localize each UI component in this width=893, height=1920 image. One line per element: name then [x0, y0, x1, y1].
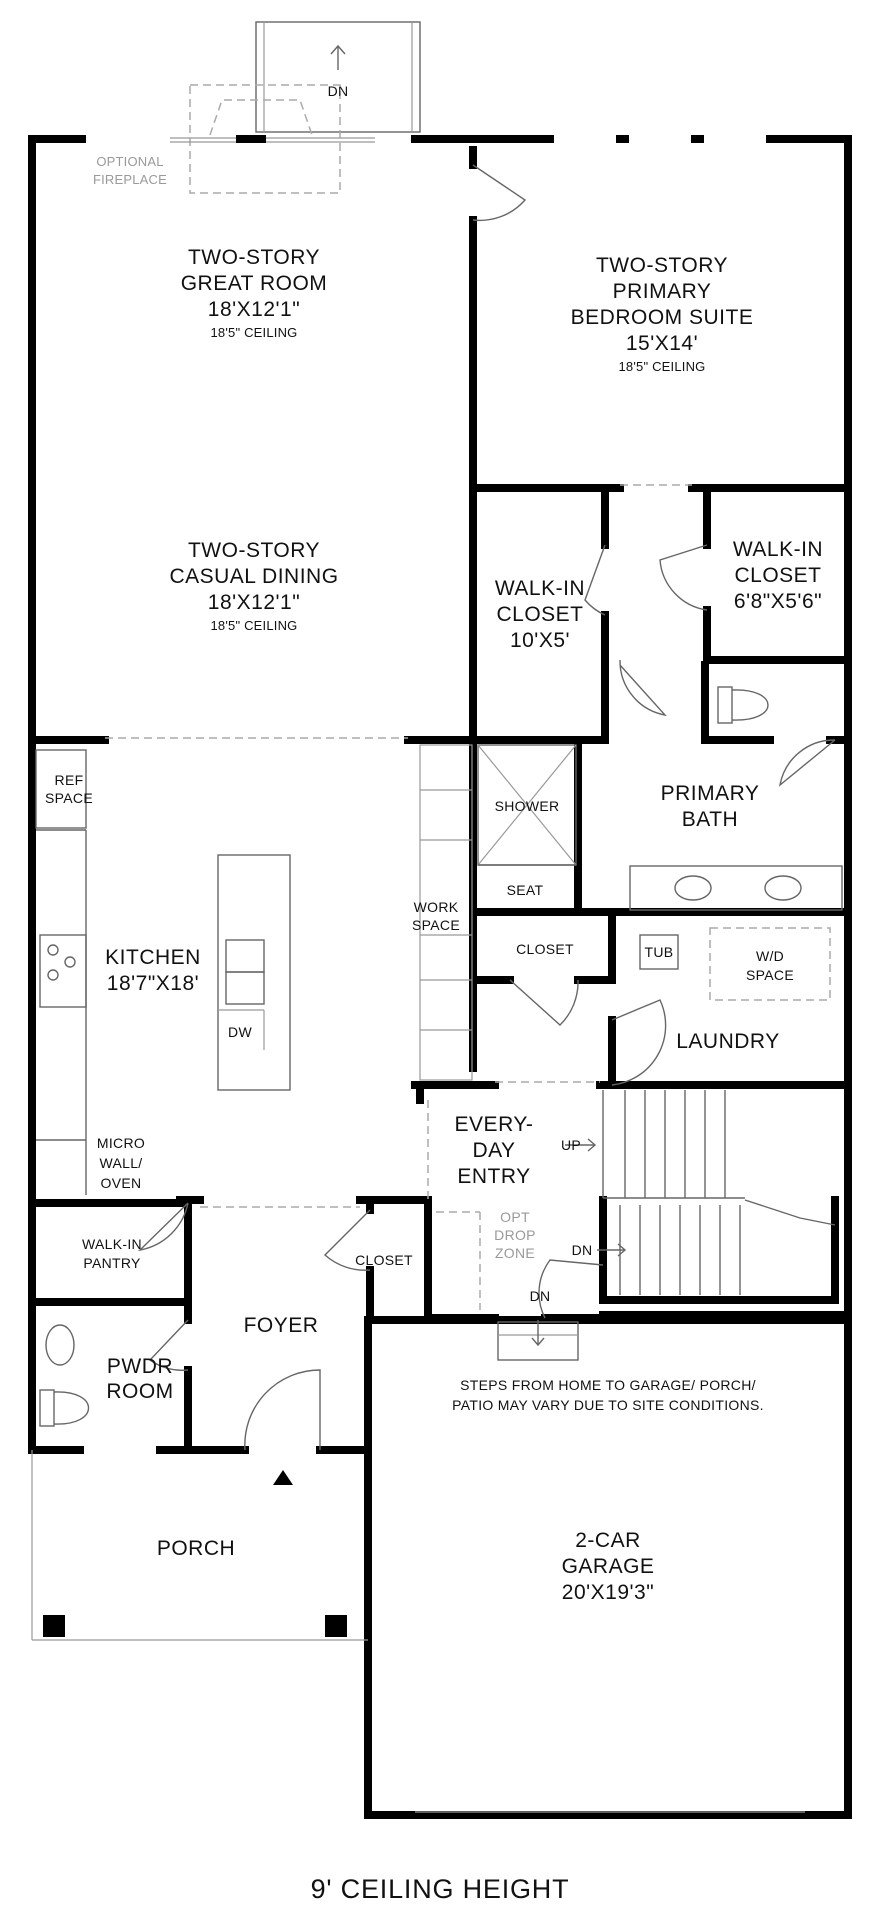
porch-structure [31, 1450, 368, 1641]
kitchen-fixtures [35, 744, 473, 1195]
kitchen-size: 18'7"X18' [107, 972, 199, 995]
work-space-1: WORK [414, 899, 459, 915]
footer-ceiling-height: 9' CEILING HEIGHT [311, 1874, 570, 1904]
seat-label: SEAT [507, 882, 544, 898]
pwdr-2: ROOM [106, 1380, 173, 1403]
bath-name1: PRIMARY [661, 782, 760, 805]
top-exterior-stairs [255, 21, 421, 133]
suite-name2: PRIMARY [613, 280, 712, 303]
laundry-closet-label: CLOSET [516, 941, 574, 957]
entry-2: DAY [472, 1139, 515, 1162]
pantry-1: WALK-IN [82, 1236, 142, 1252]
garage-size: 20'X19'3" [562, 1581, 654, 1604]
dn-stair-label: DN [572, 1242, 593, 1258]
great-room-size: 18'X12'1" [208, 298, 300, 321]
closet2-size: 6'8"X5'6" [734, 590, 822, 613]
dashed-openings [105, 484, 692, 1310]
drop-zone-3: ZONE [495, 1245, 535, 1261]
closet1-name2: CLOSET [496, 603, 583, 626]
garage-1: 2-CAR [575, 1529, 641, 1552]
dw-label: DW [228, 1024, 252, 1040]
entry-1: EVERY- [455, 1113, 534, 1136]
great-room-ceiling: 18'5" CEILING [210, 325, 297, 340]
work-space-2: SPACE [412, 917, 460, 933]
wd-space-1: W/D [756, 948, 784, 964]
closet2-name2: CLOSET [734, 564, 821, 587]
laundry-label: LAUNDRY [676, 1030, 779, 1053]
great-room-name1: TWO-STORY [188, 246, 320, 269]
drop-zone-2: DROP [494, 1227, 536, 1243]
dn-top-label: DN [328, 83, 349, 99]
dining-name1: TWO-STORY [188, 539, 320, 562]
bath-name2: BATH [682, 808, 738, 831]
interior-stairs [565, 1090, 836, 1295]
closet2-name1: WALK-IN [733, 538, 823, 561]
steps-note-2: PATIO MAY VARY DUE TO SITE CONDITIONS. [452, 1397, 764, 1413]
garage-2: GARAGE [562, 1555, 655, 1578]
dn-entry-label: DN [530, 1288, 551, 1304]
pwdr-1: PWDR [107, 1355, 173, 1378]
up-label: UP [561, 1137, 581, 1153]
micro-3: OVEN [101, 1175, 142, 1191]
entry-3: ENTRY [457, 1165, 530, 1188]
dining-name2: CASUAL DINING [169, 565, 338, 588]
micro-1: MICRO [97, 1135, 145, 1151]
steps-note-1: STEPS FROM HOME TO GARAGE/ PORCH/ [460, 1377, 756, 1393]
bath-fixtures [477, 686, 843, 1001]
fireplace-label-2: FIREPLACE [93, 172, 167, 187]
ref-space-2: SPACE [45, 790, 93, 806]
dining-ceiling: 18'5" CEILING [210, 618, 297, 633]
walls [28, 135, 852, 1819]
suite-size: 15'X14' [626, 332, 698, 355]
entry-steps [497, 1320, 579, 1361]
ref-space-1: REF [55, 772, 84, 788]
fireplace-label-1: OPTIONAL [96, 154, 163, 169]
suite-ceiling: 18'5" CEILING [618, 359, 705, 374]
foyer-closet-label: CLOSET [355, 1252, 413, 1268]
great-room-name2: GREAT ROOM [181, 272, 328, 295]
pwdr-fixtures [39, 1324, 90, 1427]
micro-2: WALL/ [100, 1155, 143, 1171]
drop-zone-1: OPT [500, 1209, 530, 1225]
foyer-label: FOYER [244, 1314, 319, 1337]
suite-name1: TWO-STORY [596, 254, 728, 277]
kitchen-name: KITCHEN [105, 946, 201, 969]
pantry-2: PANTRY [83, 1255, 141, 1271]
dining-size: 18'X12'1" [208, 591, 300, 614]
closet1-name1: WALK-IN [495, 577, 585, 600]
doors [137, 164, 836, 1451]
suite-name3: BEDROOM SUITE [571, 306, 754, 329]
closet1-size: 10'X5' [510, 629, 570, 652]
wd-space-2: SPACE [746, 967, 794, 983]
shower-label: SHOWER [495, 798, 560, 814]
tub-label: TUB [645, 944, 674, 960]
optional-fireplace-outline [170, 84, 375, 194]
porch-label: PORCH [157, 1537, 235, 1560]
